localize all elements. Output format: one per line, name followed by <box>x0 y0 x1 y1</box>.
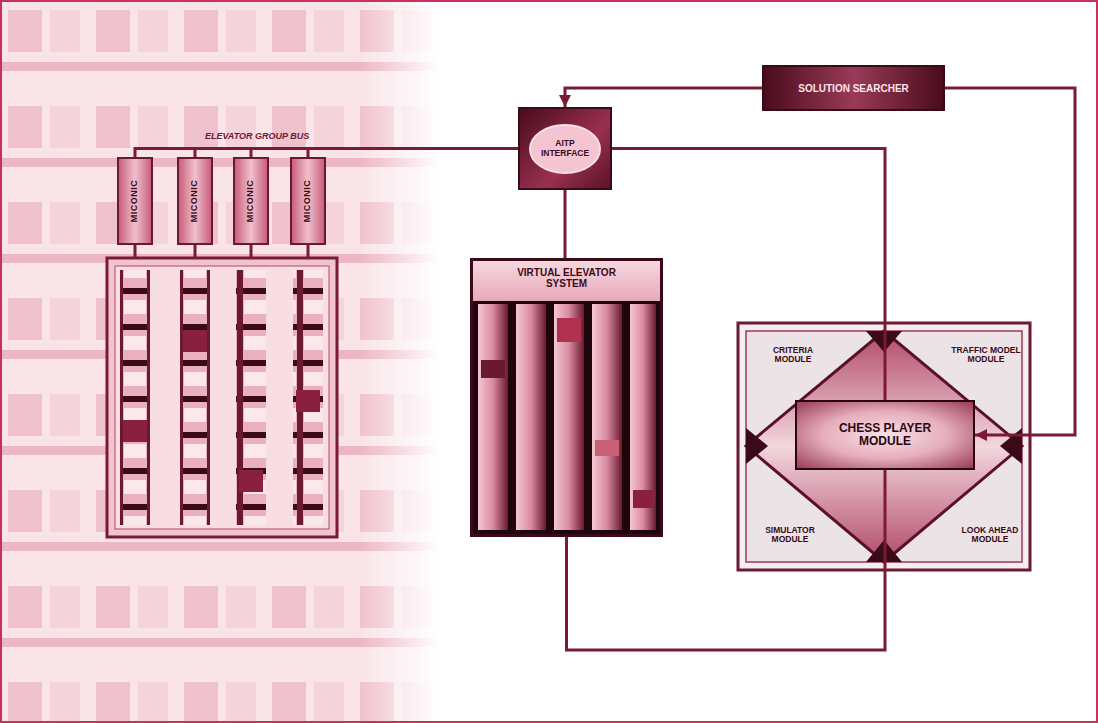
module-region: LOOK AHEAD MODULE <box>950 522 1030 548</box>
virtual-system-box: VIRTUAL ELEVATOR SYSTEM <box>470 258 663 537</box>
interface-box: AITP INTERFACE <box>518 107 612 190</box>
connector-line <box>565 88 762 107</box>
controller-lead <box>307 245 310 258</box>
facade-fade <box>360 0 440 723</box>
shaft-housing <box>107 258 337 537</box>
connector-line <box>308 149 518 158</box>
elevator-shaft <box>180 270 210 525</box>
controller-lead <box>194 245 197 258</box>
elevator-shaft <box>120 270 150 525</box>
connector-line <box>945 88 1075 435</box>
controller-box: MICONIC <box>177 157 213 245</box>
node-text: MICONIC <box>130 180 140 223</box>
node-text: MICONIC <box>190 180 200 223</box>
connector-line <box>195 149 518 158</box>
controller-lead <box>250 245 253 258</box>
searcher-box: SOLUTION SEARCHER <box>762 65 945 111</box>
shaft-housing-inner <box>115 266 329 529</box>
connector-line <box>564 190 567 258</box>
node-text: MICONIC <box>246 180 256 223</box>
node-text: VIRTUAL ELEVATOR SYSTEM <box>517 267 617 289</box>
controller-box: MICONIC <box>290 157 326 245</box>
bus-label: ELEVATOR GROUP BUS <box>205 131 309 141</box>
dark-wedge <box>1000 428 1022 464</box>
controller-lead <box>134 245 137 258</box>
module-region: CRITERIA MODULE <box>754 342 832 368</box>
elevator-shaft <box>236 270 266 525</box>
controller-box: MICONIC <box>233 157 269 245</box>
node-text: SIMULATOR MODULE <box>752 526 828 545</box>
elevator-shaft <box>293 270 323 525</box>
chess-player-box: CHESS PLAYER MODULE <box>795 400 975 470</box>
node-text: LOOK AHEAD MODULE <box>950 526 1030 545</box>
elevator-car <box>183 330 207 352</box>
module-region: SIMULATOR MODULE <box>752 522 828 548</box>
node-text: TRAFFIC MODEL MODULE <box>942 346 1030 365</box>
node-text: SOLUTION SEARCHER <box>798 83 909 94</box>
elevator-car <box>296 390 320 412</box>
dark-wedge <box>746 428 768 464</box>
interface-ellipse-shape <box>530 125 600 173</box>
elevator-car <box>123 420 147 442</box>
building-facade <box>0 0 440 723</box>
node-text: CHESS PLAYER MODULE <box>820 422 950 448</box>
node-text: AITP INTERFACE <box>537 139 593 158</box>
module-region: TRAFFIC MODEL MODULE <box>942 342 1030 368</box>
node-text: MICONIC <box>303 180 313 223</box>
elevator-car <box>239 470 263 492</box>
node-text: CRITERIA MODULE <box>754 346 832 365</box>
connector-line <box>251 149 518 158</box>
connector-line <box>135 149 518 158</box>
controller-box: MICONIC <box>117 157 153 245</box>
